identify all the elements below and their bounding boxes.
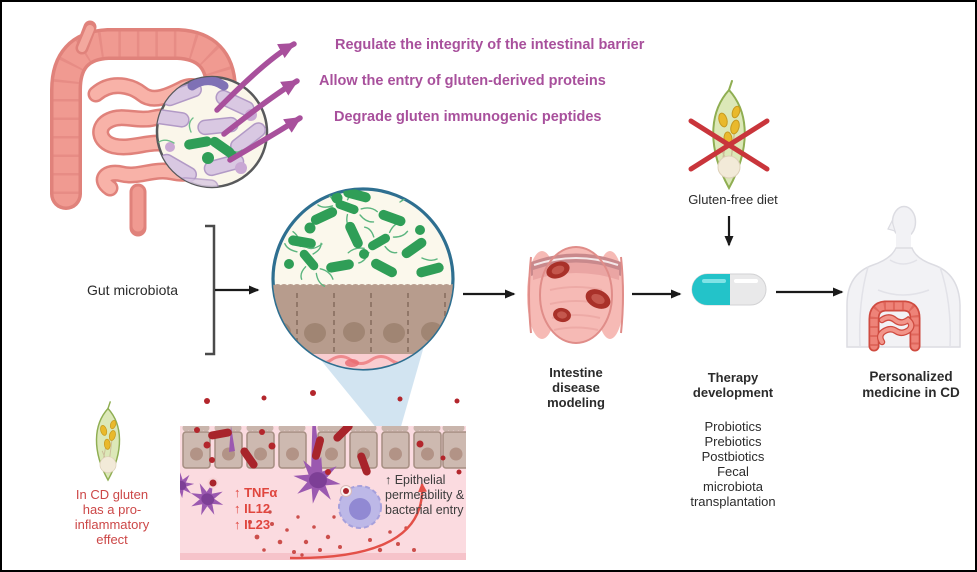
gut-microbiota-label: Gut microbiota bbox=[87, 282, 179, 298]
flow-arrows bbox=[463, 287, 844, 299]
function-regulate-barrier: Regulate the integrity of the intestinal… bbox=[335, 37, 645, 53]
inflammation-panel bbox=[180, 390, 466, 560]
pill-icon bbox=[691, 273, 767, 306]
no-gluten-cross-icon bbox=[688, 118, 770, 172]
cytokine-il12: ↑ IL12 bbox=[234, 501, 271, 516]
therapy-option-fmt: Fecal microbiota transplantation bbox=[690, 464, 776, 509]
therapy-development-label: Therapy development bbox=[692, 370, 774, 400]
therapy-option-prebiotics: Prebiotics bbox=[704, 434, 762, 449]
cd-gluten-note: In CD gluten has a pro- inflammatory eff… bbox=[74, 487, 150, 547]
barrier-magnifier-icon bbox=[271, 187, 455, 371]
microbiota-magnifier-icon bbox=[155, 75, 269, 189]
human-torso-icon bbox=[846, 205, 961, 352]
wheat-icon bbox=[712, 80, 746, 189]
gluten-free-diet-label: Gluten-free diet bbox=[688, 192, 778, 207]
intestine-disease-modeling-label: Intestine disease modeling bbox=[547, 365, 605, 410]
gut-microbiota-bracket bbox=[205, 224, 260, 356]
therapy-option-postbiotics: Postbiotics bbox=[701, 449, 765, 464]
therapy-option-probiotics: Probiotics bbox=[704, 419, 762, 434]
gluten-wheat-icon bbox=[95, 401, 121, 481]
cytokine-il23: ↑ IL23 bbox=[234, 517, 271, 532]
cytokine-tnfa: ↑ TNFα bbox=[234, 485, 278, 500]
personalized-medicine-label: Personalized medicine in CD bbox=[862, 369, 960, 400]
bacterial-entry-arrow bbox=[289, 482, 428, 560]
permeability-note: ↑ Epithelial permeability & bacterial en… bbox=[385, 473, 465, 517]
function-degrade-peptides: Degrade gluten immunogenic peptides bbox=[334, 109, 602, 125]
microbiota-function-arrows bbox=[214, 41, 303, 163]
inflamed-intestine-icon bbox=[527, 246, 624, 344]
function-allow-entry: Allow the entry of gluten-derived protei… bbox=[319, 73, 606, 89]
